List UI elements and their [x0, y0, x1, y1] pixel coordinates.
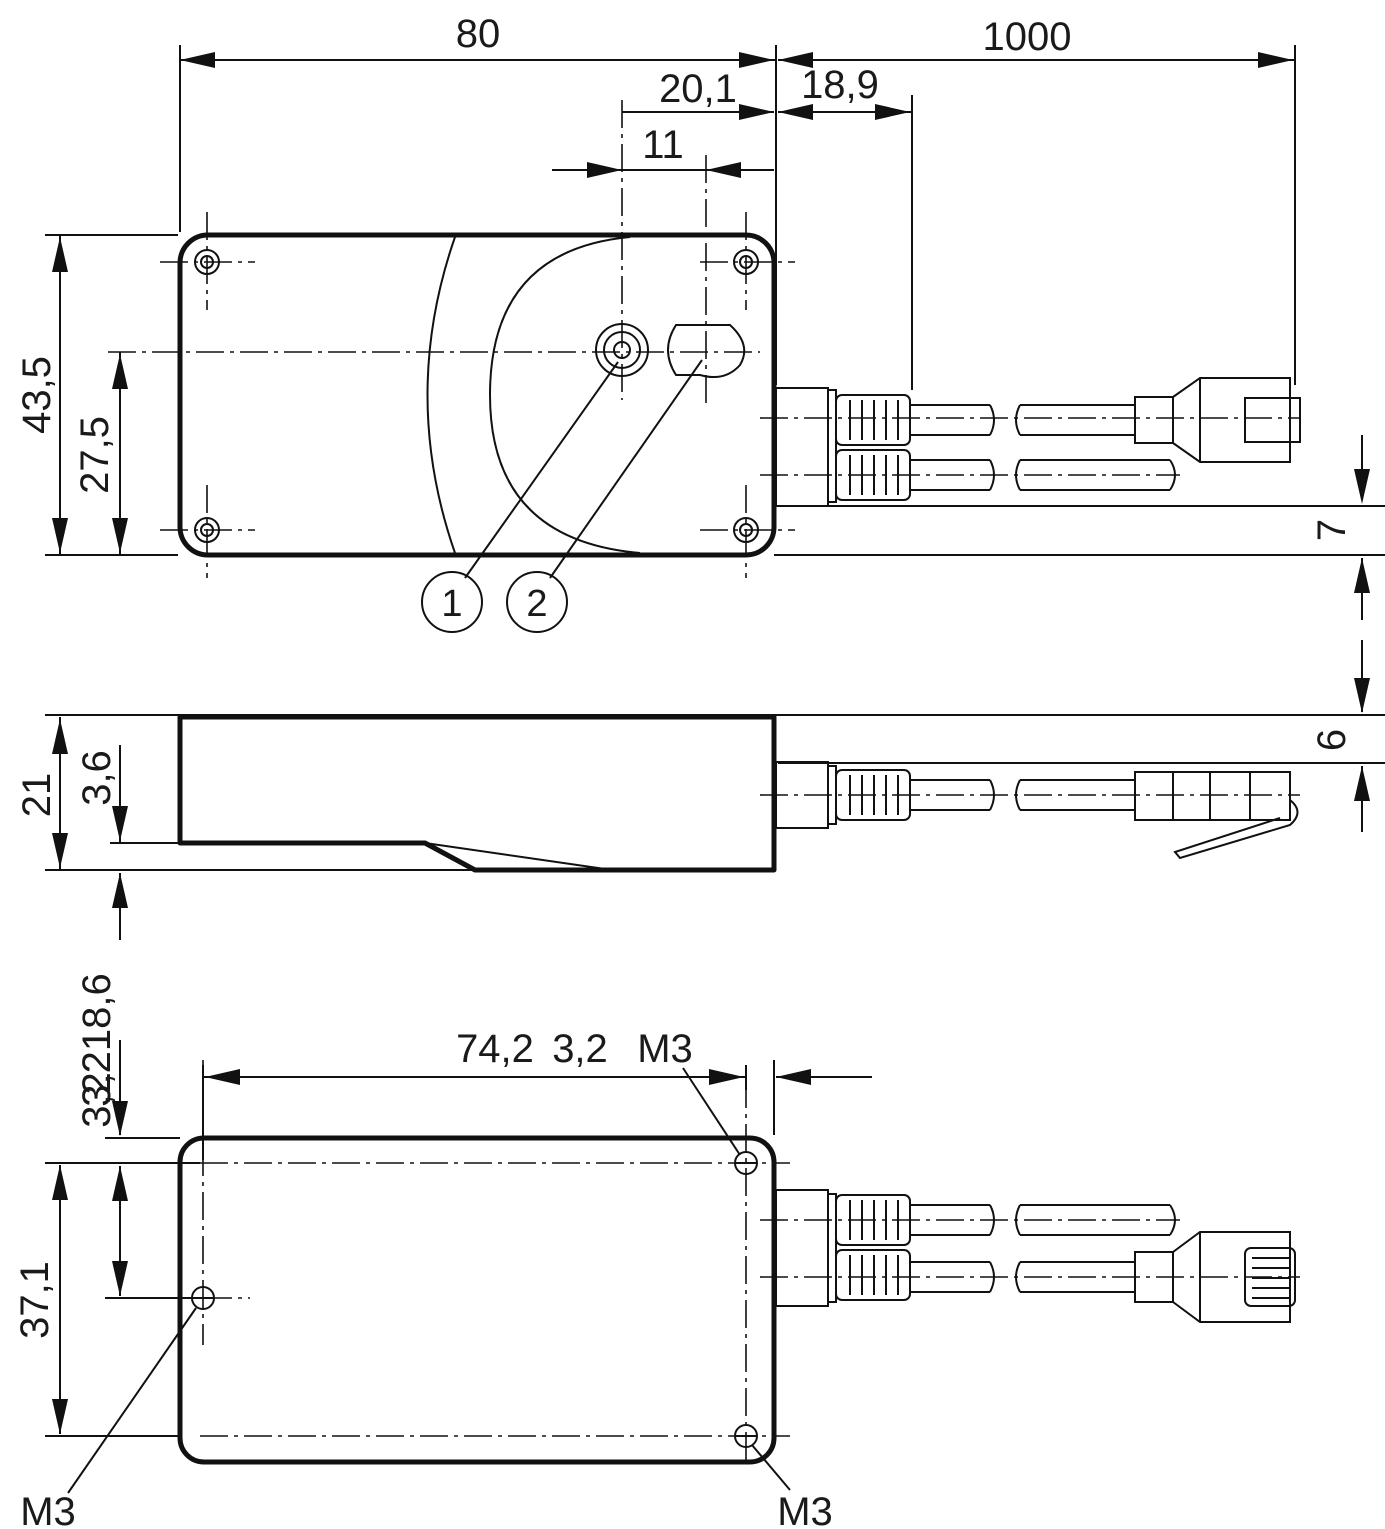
bottom-dimensions: 74,2 3,2 3,2 37,1	[13, 1027, 872, 1437]
strain-relief-bottom-lower	[835, 1249, 911, 1301]
dim-cable-length: 1000	[983, 15, 1072, 59]
dim-edge-offset: 3,2	[552, 1027, 608, 1071]
callout-1: 1	[441, 583, 462, 625]
callout-2: 2	[526, 583, 547, 625]
dim-cable-exit: 18,9	[801, 63, 879, 107]
dim-overall-length: 80	[456, 12, 501, 56]
top-mount-holes	[160, 212, 795, 578]
cable-lower-right	[1015, 459, 1176, 491]
callouts: 1 2	[421, 359, 703, 633]
side-view-housing	[177, 714, 777, 873]
side-view: 21 3,6 3,218,6	[15, 714, 1300, 1107]
dim-hole-spacing: 74,2	[456, 1027, 534, 1071]
dim-side-combined: 3,218,6	[75, 973, 119, 1106]
callout-circle-1	[421, 571, 483, 633]
thread-labels: M3 M3 M3	[20, 1027, 833, 1529]
top-view-face-curve	[426, 236, 456, 554]
bottom-view-housing	[177, 1135, 777, 1465]
dim-hole-span: 37,1	[13, 1261, 57, 1339]
dim-center-height: 27,5	[73, 416, 117, 494]
dim-cable-offset-7: 7	[1310, 519, 1354, 541]
top-view	[108, 100, 1385, 578]
top-left-dimensions: 43,5 27,5	[15, 234, 178, 556]
callout-circle-2	[506, 571, 568, 633]
bottom-cable-upper-right	[1015, 1204, 1176, 1236]
dim-led-spacing: 11	[642, 123, 684, 167]
dim-sensor-offset: 20,1	[659, 67, 737, 111]
dim-step-depth: 3,6	[75, 750, 119, 806]
cable-upper-left	[910, 404, 995, 436]
dim-thickness: 21	[15, 773, 59, 818]
m12-connector-bottom	[1134, 1231, 1296, 1323]
thread-label-top-right: M3	[637, 1027, 693, 1071]
dim-side-32: 3,2	[75, 1072, 119, 1128]
rj-connector-top	[1134, 377, 1301, 463]
dim-cable-offset-6: 6	[1310, 729, 1354, 751]
thread-label-bottom-right: M3	[777, 1490, 833, 1529]
thread-label-bottom-left: M3	[20, 1490, 76, 1529]
strain-relief-upper	[835, 394, 911, 446]
dim-height-top: 43,5	[15, 356, 59, 434]
top-dimensions: 80 1000 20,1 18,9 11	[179, 12, 1296, 390]
bottom-view	[160, 1060, 1300, 1465]
indicator-window	[667, 324, 746, 378]
cable-gland	[775, 387, 829, 507]
top-view-housing	[177, 232, 777, 558]
rj-connector-side	[1134, 771, 1299, 860]
top-view-sensor-arc	[488, 236, 641, 554]
cable-upper-right	[1015, 404, 1135, 436]
